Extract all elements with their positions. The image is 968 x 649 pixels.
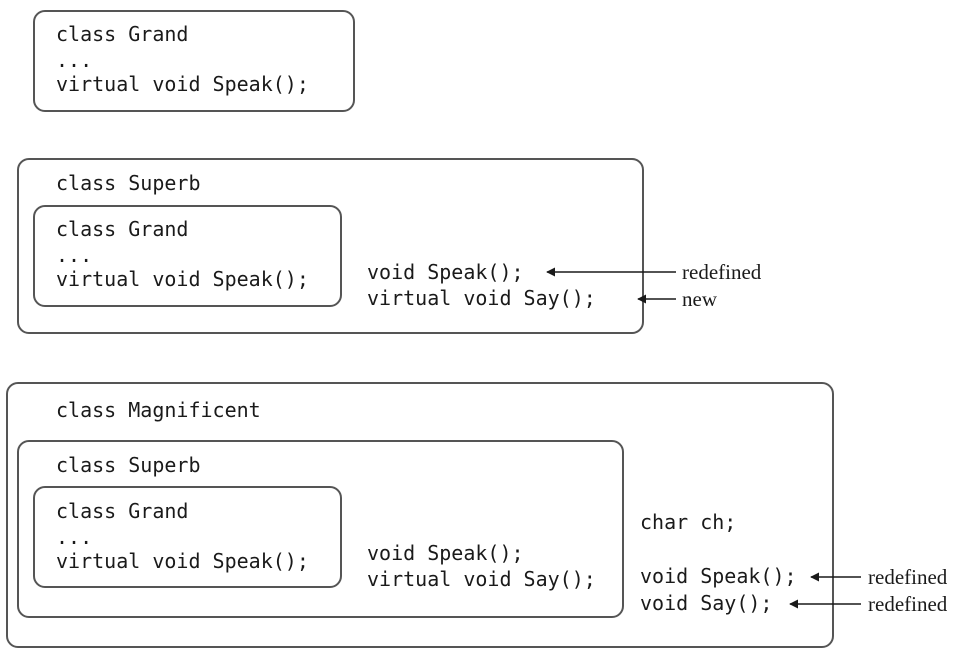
magnificent-nested-grand-ellipsis: ...	[56, 525, 93, 549]
superb-nested-grand-method: virtual void Speak();	[56, 267, 309, 291]
magnificent-nested-grand-box	[33, 486, 342, 588]
magnificent-superb-say-member: virtual void Say();	[367, 567, 596, 591]
superb-speak-annotation: redefined	[682, 260, 762, 284]
magnificent-speak-member: void Speak();	[640, 564, 797, 588]
magnificent-say-member: void Say();	[640, 591, 773, 615]
superb-nested-grand-header: class Grand	[56, 217, 189, 241]
superb-say-member: virtual void Say();	[367, 286, 596, 310]
magnificent-say-annotation: redefined	[868, 592, 948, 616]
magnificent-speak-annotation: redefined	[868, 565, 948, 589]
magnificent-nested-superb-header: class Superb	[56, 453, 201, 477]
grand-class-header: class Grand	[56, 22, 189, 46]
magnificent-class-header: class Magnificent	[56, 398, 261, 422]
grand-class-box	[33, 10, 355, 112]
grand-class-ellipsis: ...	[56, 48, 93, 72]
magnificent-superb-speak-member: void Speak();	[367, 541, 524, 565]
superb-nested-grand-box	[33, 205, 342, 307]
magnificent-nested-grand-header: class Grand	[56, 499, 189, 523]
magnificent-char-field: char ch;	[640, 510, 737, 534]
superb-class-header: class Superb	[56, 171, 201, 195]
magnificent-nested-grand-method: virtual void Speak();	[56, 549, 309, 573]
superb-say-annotation: new	[682, 287, 717, 311]
superb-speak-member: void Speak();	[367, 260, 524, 284]
grand-class-method: virtual void Speak();	[56, 72, 309, 96]
superb-nested-grand-ellipsis: ...	[56, 243, 93, 267]
